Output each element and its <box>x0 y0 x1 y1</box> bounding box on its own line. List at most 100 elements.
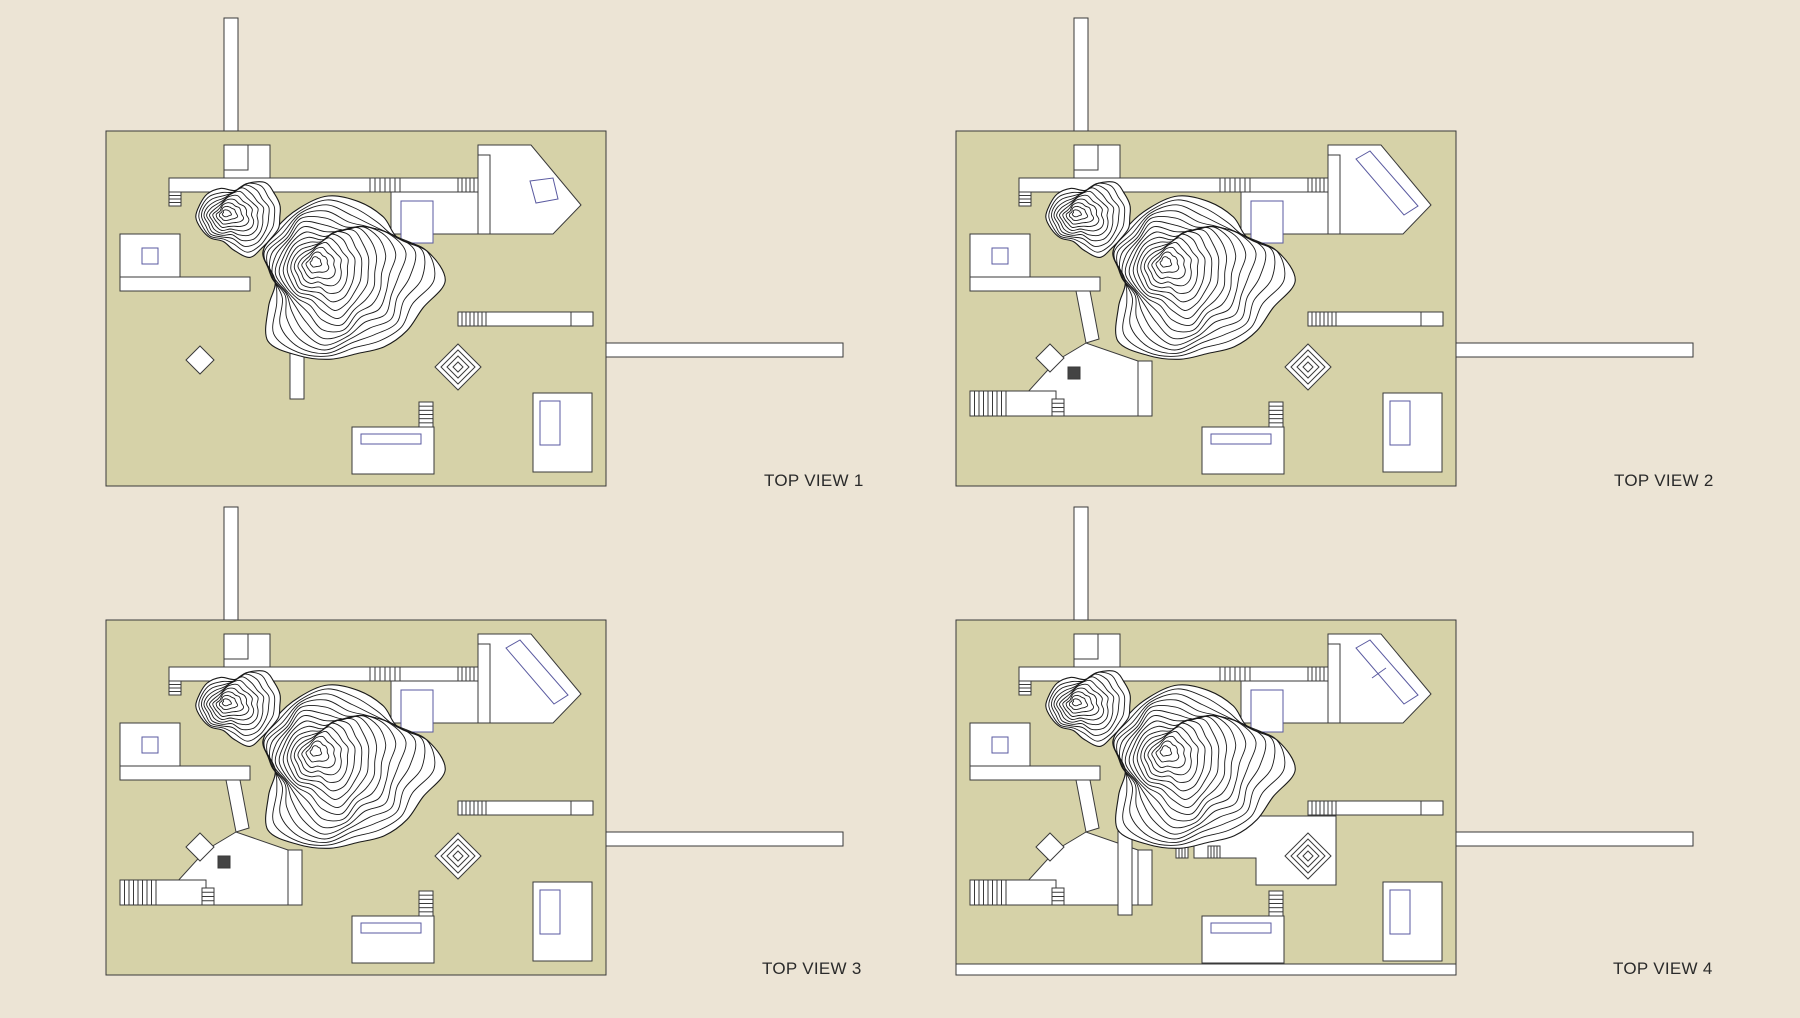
north-access-road <box>1073 17 1089 132</box>
view-label-1: TOP VIEW 1 <box>764 471 864 490</box>
south-unit-stairs <box>418 890 434 917</box>
stepped-square <box>434 832 482 880</box>
west-pavilion-window <box>141 736 159 754</box>
south-east-unit-room <box>539 400 561 446</box>
east-bar-stairs <box>457 800 487 816</box>
east-bar-end <box>1420 800 1444 816</box>
west-terrace <box>969 276 1101 292</box>
south-west-bridge <box>155 879 207 906</box>
west-terrace <box>969 765 1101 781</box>
north-pavilion-core <box>223 144 249 171</box>
south-west-wing <box>969 779 1153 906</box>
north-east-skylight <box>529 177 559 204</box>
small-hill-contours <box>195 670 281 747</box>
west-terrace <box>119 276 251 292</box>
main-hill-contours <box>1112 684 1296 849</box>
south-west-ramp <box>225 779 250 833</box>
west-pavilion-window <box>141 247 159 265</box>
south-west-stairs <box>1051 398 1065 417</box>
stepped-square <box>1284 343 1332 391</box>
north-pavilion-core <box>1073 633 1099 660</box>
east-bar-stairs <box>1307 311 1337 327</box>
east-access-road <box>1455 831 1694 847</box>
north-east-skylight <box>1355 150 1419 216</box>
south-east-unit-room <box>539 889 561 935</box>
skylight-divider <box>1371 667 1387 679</box>
north-pavilion-core <box>1073 144 1099 171</box>
plaza-stairs-2 <box>1207 845 1221 859</box>
south-east-unit-room <box>1389 400 1411 446</box>
view-label-4: TOP VIEW 4 <box>1613 959 1713 978</box>
north-wing-room <box>400 689 434 733</box>
north-wing-room <box>1250 200 1284 244</box>
south-west-entry-stairs <box>969 879 1007 906</box>
north-east-pavilion-wall <box>477 643 491 724</box>
west-pavilion-window <box>991 736 1009 754</box>
east-bar-end <box>1420 311 1444 327</box>
south-east-unit-room <box>1389 889 1411 935</box>
main-hill-contours <box>1112 195 1296 360</box>
south-west-kiosk <box>185 345 215 375</box>
corridor-stairs-3 <box>1018 191 1032 207</box>
south-west-stairs <box>1051 887 1065 906</box>
corridor-stairs-3 <box>168 191 182 207</box>
north-east-pavilion-wall <box>1327 154 1341 235</box>
corridor-stairs-2 <box>457 177 479 193</box>
south-west-bridge <box>1005 879 1057 906</box>
view-label-2: TOP VIEW 2 <box>1614 471 1714 490</box>
east-bar-stairs <box>457 311 487 327</box>
south-west-ramp <box>1075 290 1100 344</box>
south-west-entry-stairs <box>969 390 1007 417</box>
corridor-stairs-2 <box>1307 666 1329 682</box>
south-west-wing <box>969 290 1153 417</box>
north-wing-room <box>1250 689 1284 733</box>
view-label-3: TOP VIEW 3 <box>762 959 862 978</box>
south-unit-room <box>1210 433 1272 445</box>
south-west-stair-block <box>1067 366 1081 380</box>
stepped-square <box>1284 832 1332 880</box>
site-plan-2 <box>955 17 1694 487</box>
west-pavilion-window <box>991 247 1009 265</box>
east-bar-stairs <box>1307 800 1337 816</box>
north-east-skylight <box>505 639 569 705</box>
south-west-ramp <box>1075 779 1100 833</box>
north-east-pavilion-wall <box>1327 643 1341 724</box>
south-west-kiosk <box>1035 343 1065 373</box>
main-hill-contours <box>262 684 446 849</box>
east-access-road <box>605 342 844 358</box>
north-east-skylight <box>1355 639 1419 705</box>
corridor-stairs-1 <box>369 177 401 193</box>
north-access-road <box>223 17 239 132</box>
south-unit-room <box>360 433 422 445</box>
site-plan-4 <box>955 506 1694 976</box>
north-access-road <box>223 506 239 621</box>
south-unit-stairs <box>418 401 434 428</box>
corridor-stairs-3 <box>1018 680 1032 696</box>
south-unit-room <box>1210 922 1272 934</box>
south-unit-stairs <box>1268 401 1284 428</box>
south-west-stair-block <box>217 855 231 869</box>
corridor-stairs-1 <box>1219 177 1251 193</box>
south-west-wing <box>119 779 303 906</box>
south-west-kiosk <box>185 832 215 862</box>
west-terrace <box>119 765 251 781</box>
east-access-road <box>605 831 844 847</box>
south-west-column <box>1137 360 1153 417</box>
corridor-stairs-2 <box>1307 177 1329 193</box>
north-east-pavilion-wall <box>477 154 491 235</box>
corridor-stairs-1 <box>369 666 401 682</box>
south-edge-walkway <box>955 963 1457 976</box>
east-bar-end <box>570 800 594 816</box>
site-plan-3 <box>105 506 844 976</box>
site-plan-1 <box>105 17 844 487</box>
east-access-road <box>1455 342 1694 358</box>
south-west-stairs <box>201 887 215 906</box>
corridor-stairs-2 <box>457 666 479 682</box>
south-unit-room <box>360 922 422 934</box>
south-west-column <box>1137 849 1153 906</box>
south-west-kiosk <box>1035 832 1065 862</box>
east-bar-end <box>570 311 594 327</box>
south-west-bridge <box>1005 390 1057 417</box>
